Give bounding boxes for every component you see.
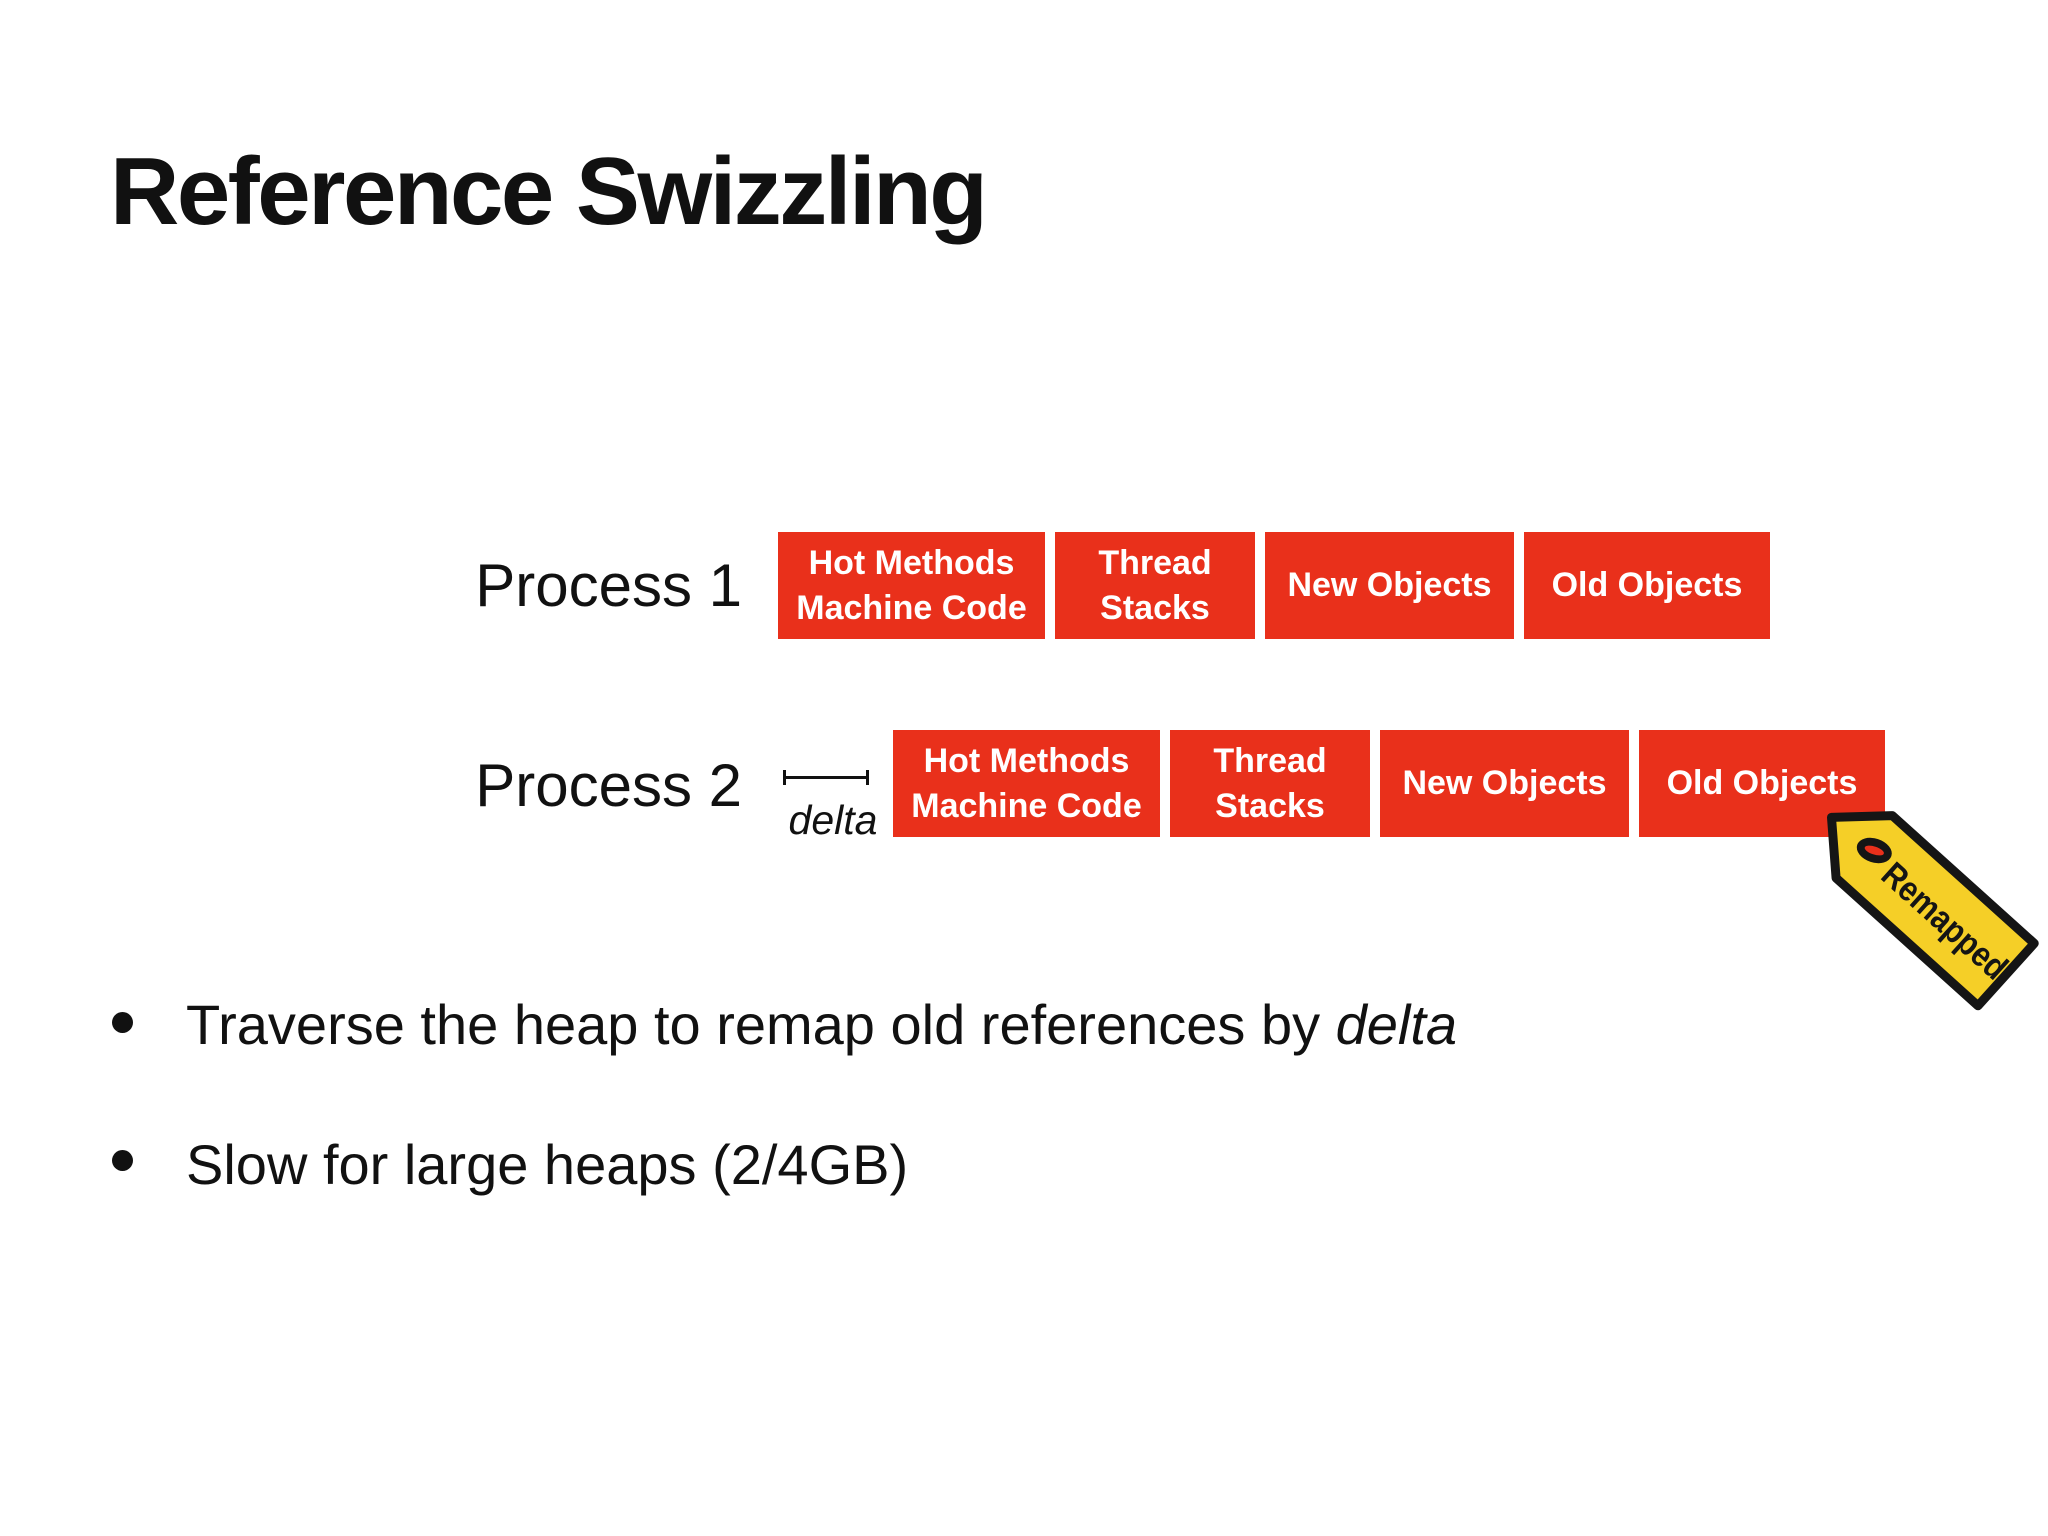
tag-hole bbox=[1856, 837, 1892, 864]
bullet-text-main: Traverse the heap to remap old reference… bbox=[186, 993, 1336, 1056]
segment-label-line: Hot Methods bbox=[808, 543, 1015, 582]
segment-label-line: Thread bbox=[1098, 543, 1212, 582]
slide-title: Reference Swizzling bbox=[110, 138, 988, 246]
memory-segment: Thread Stacks bbox=[1055, 532, 1255, 639]
bullet-text: Traverse the heap to remap old reference… bbox=[186, 990, 1457, 1060]
remapped-tag-icon: Remapped bbox=[1826, 811, 2039, 1011]
segment-label-line: Hot Methods bbox=[923, 741, 1130, 780]
memory-segment: Hot Methods Machine Code bbox=[893, 730, 1160, 837]
segment-label-line: Stacks bbox=[1215, 786, 1325, 825]
memory-segment: Hot Methods Machine Code bbox=[778, 532, 1045, 639]
bullet-dot-icon bbox=[112, 1150, 133, 1171]
bullet-item: Traverse the heap to remap old reference… bbox=[112, 990, 1457, 1060]
segment-label-line: New Objects bbox=[1287, 566, 1492, 604]
segment-label-line: Machine Code bbox=[911, 786, 1142, 825]
process-1-label: Process 1 bbox=[475, 552, 742, 619]
delta-label: delta bbox=[788, 797, 878, 843]
bullet-text-emphasis: delta bbox=[1335, 993, 1458, 1056]
delta-measure-bar bbox=[786, 776, 866, 779]
delta-measure-bracket bbox=[783, 770, 869, 785]
memory-segment: Thread Stacks bbox=[1170, 730, 1370, 837]
bullet-item: Slow for large heaps (2/4GB) bbox=[112, 1130, 908, 1200]
memory-segment: New Objects bbox=[1380, 730, 1629, 837]
segment-label-line: New Objects bbox=[1402, 764, 1607, 802]
segment-label-line: Old Objects bbox=[1551, 566, 1743, 604]
segment-label-line: Thread bbox=[1213, 741, 1327, 780]
memory-segment: Old Objects bbox=[1524, 532, 1770, 639]
tag-outline-shape bbox=[1826, 811, 2039, 1011]
memory-segment: New Objects bbox=[1265, 532, 1514, 639]
segment-label-line: Stacks bbox=[1100, 588, 1210, 627]
process-2-label: Process 2 bbox=[475, 752, 742, 819]
bullet-text-main: Slow for large heaps (2/4GB) bbox=[186, 1133, 909, 1196]
bullet-text: Slow for large heaps (2/4GB) bbox=[186, 1130, 908, 1200]
segment-label-line: Old Objects bbox=[1666, 764, 1858, 802]
bullet-dot-icon bbox=[112, 1012, 133, 1033]
segment-label-line: Machine Code bbox=[796, 588, 1027, 627]
